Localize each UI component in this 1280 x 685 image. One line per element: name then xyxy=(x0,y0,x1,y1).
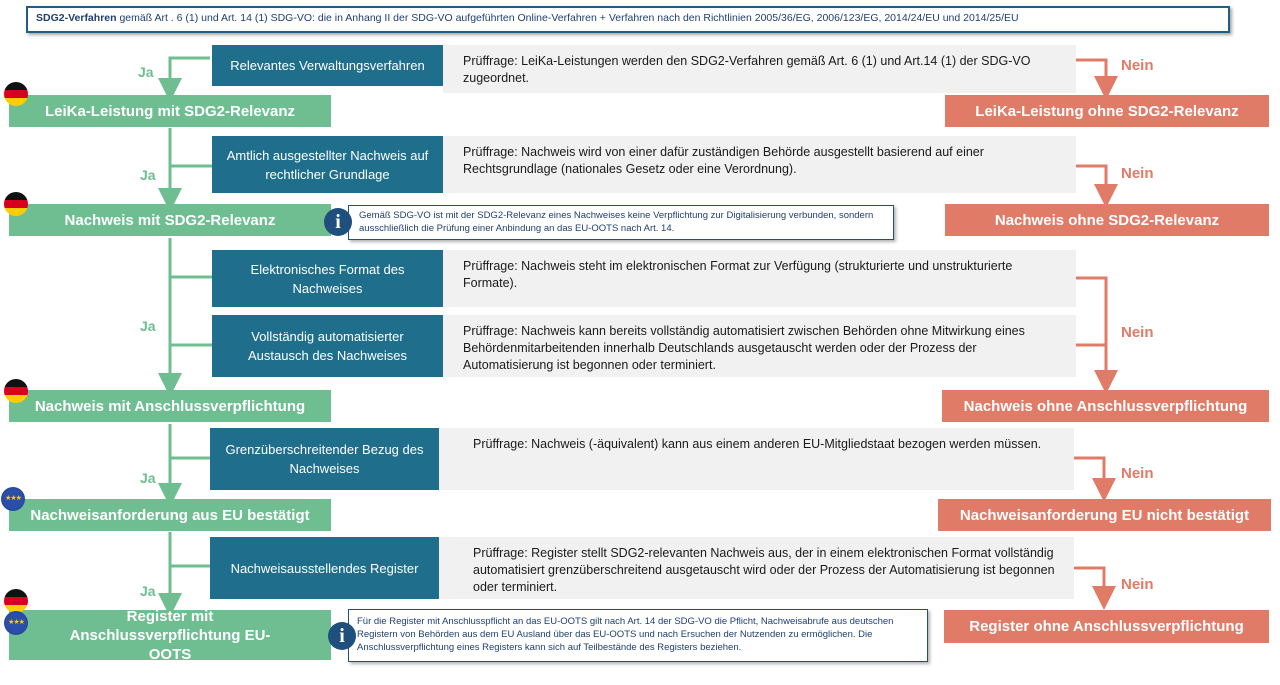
yes-label-3: Ja xyxy=(140,318,156,334)
scope-header: SDG2-Verfahren gemäß Art . 6 (1) und Art… xyxy=(26,6,1230,33)
info-note-2: Für die Register mit Anschlusspflicht an… xyxy=(348,609,928,662)
outcome-no-3: Nachweis ohne Anschlussverpflichtung xyxy=(942,390,1269,422)
outcome-no-1: LeiKa-Leistung ohne SDG2-Relevanz xyxy=(945,95,1269,127)
no-label-5: Nein xyxy=(1121,576,1154,593)
outcome-yes-4: Nachweisanforderung aus EU bestätigt xyxy=(9,499,331,531)
criterion-4: Vollständig automatisierter Austausch de… xyxy=(212,315,443,377)
eu-flag-icon: ★★★ xyxy=(4,611,28,635)
yes-label-2: Ja xyxy=(140,167,156,183)
question-1: Prüffrage: LeiKa-Leistungen werden den S… xyxy=(443,45,1076,93)
outcome-yes-5: Register mit Anschlussverpflichtung EU-O… xyxy=(9,608,331,663)
criterion-5: Grenzüberschreitender Bezug des Nachweis… xyxy=(210,428,439,490)
question-4: Prüffrage: Nachweis kann bereits vollstä… xyxy=(443,315,1076,377)
no-connector-4 xyxy=(1074,456,1116,502)
criterion-3: Elektronisches Format des Nachweises xyxy=(212,250,443,307)
outcome-no-4: Nachweisanforderung EU nicht bestätigt xyxy=(938,499,1271,531)
germany-flag-icon xyxy=(4,589,28,613)
germany-flag-icon xyxy=(4,82,28,106)
question-2: Prüffrage: Nachweis wird von einer dafür… xyxy=(443,136,1076,193)
germany-flag-icon xyxy=(4,379,28,403)
yes-label-4: Ja xyxy=(140,470,156,486)
outcome-no-5: Register ohne Anschlussverpflichtung xyxy=(944,610,1269,643)
outcome-yes-3: Nachweis mit Anschlussverpflichtung xyxy=(9,390,331,422)
outcome-yes-1: LeiKa-Leistung mit SDG2-Relevanz xyxy=(9,95,331,127)
question-5: Prüffrage: Nachweis (-äquivalent) kann a… xyxy=(439,428,1074,490)
info-note-1: Gemäß SDG-VO ist mit der SDG2-Relevanz e… xyxy=(348,205,894,240)
no-label-3: Nein xyxy=(1121,324,1154,341)
no-label-2: Nein xyxy=(1121,165,1154,182)
yes-label-5: Ja xyxy=(140,583,156,599)
yes-connector-1 xyxy=(158,56,210,102)
question-3: Prüffrage: Nachweis steht im elektronisc… xyxy=(443,250,1076,307)
germany-flag-icon xyxy=(4,192,28,216)
yes-label-1: Ja xyxy=(138,64,154,80)
no-connector-1 xyxy=(1076,58,1118,100)
criterion-2: Amtlich ausgestellter Nachweis auf recht… xyxy=(212,136,443,193)
scope-header-title: SDG2-Verfahren xyxy=(36,12,117,24)
eu-flag-icon: ★★★ xyxy=(1,487,25,511)
scope-header-text: gemäß Art . 6 (1) und Art. 14 (1) SDG-VO… xyxy=(116,12,1019,24)
outcome-yes-2: Nachweis mit SDG2-Relevanz xyxy=(9,204,331,236)
criterion-1: Relevantes Verwaltungsverfahren xyxy=(212,45,443,86)
no-connector-2 xyxy=(1076,164,1118,208)
info-icon: i xyxy=(324,208,352,236)
no-label-1: Nein xyxy=(1121,57,1154,74)
outcome-no-2: Nachweis ohne SDG2-Relevanz xyxy=(945,204,1269,236)
info-icon: i xyxy=(328,622,356,650)
no-connector-3 xyxy=(1076,276,1118,394)
criterion-6: Nachweisausstellendes Register xyxy=(210,537,439,599)
no-connector-5 xyxy=(1074,566,1116,610)
no-label-4: Nein xyxy=(1121,465,1154,482)
question-6: Prüffrage: Register stellt SDG2-relevant… xyxy=(439,537,1074,599)
